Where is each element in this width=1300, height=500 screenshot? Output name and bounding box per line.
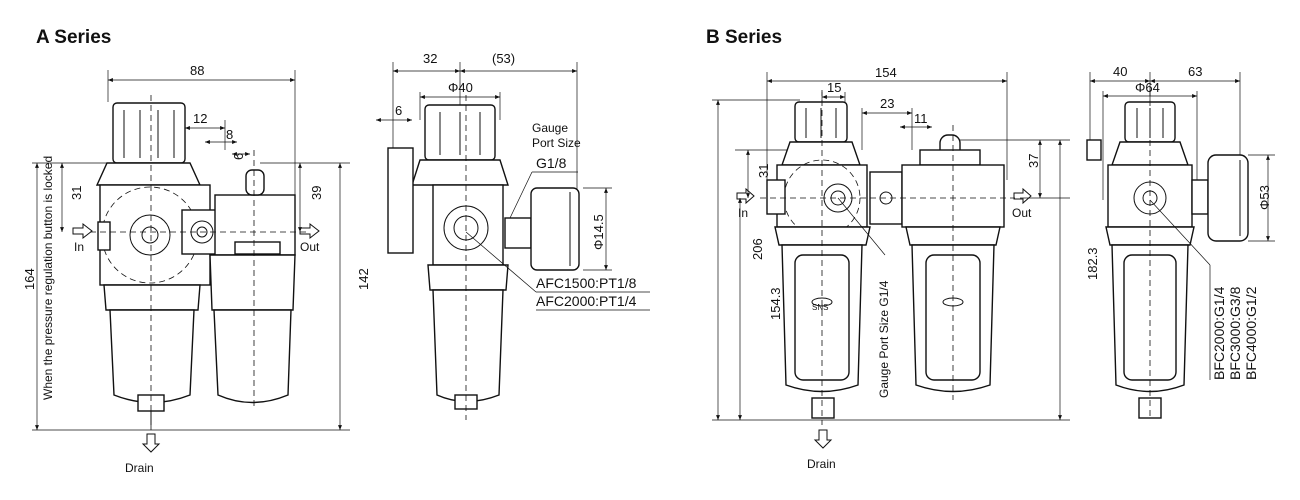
b-side-view: 40 63 Φ64 Φ53 BFC2000:G1/4 BFC3 <box>1086 64 1275 420</box>
b-dim-206: 206 <box>750 238 765 260</box>
a-side-dim-6: 6 <box>395 103 402 118</box>
b-dim-182-3: 182.3 <box>1085 247 1100 280</box>
a-front-view: 88 12 8 6 164 When the pressure regulati… <box>22 63 371 475</box>
b-front-view: 154 15 23 11 206 31 154.3 37 182.3 <box>712 65 1100 471</box>
a-side-dim-32: 32 <box>423 51 437 66</box>
a-side-dia14-5: Φ14.5 <box>591 214 606 250</box>
b-gauge-port: Gauge Port Size G1/4 <box>877 280 891 398</box>
a-gauge-line2: Port Size <box>532 136 581 150</box>
b-side-dim-40: 40 <box>1113 64 1127 79</box>
a-dim-6: 6 <box>231 153 246 160</box>
a-dim-8: 8 <box>226 127 233 142</box>
b-bfc2000: BFC2000:G1/4 <box>1211 286 1227 380</box>
b-dim-23: 23 <box>880 96 894 111</box>
b-side-dim-63: 63 <box>1188 64 1202 79</box>
b-dim-154-3: 154.3 <box>768 287 783 320</box>
a-side-dim-53: (53) <box>492 51 515 66</box>
a-dim-12: 12 <box>193 111 207 126</box>
a-gauge-size: G1/8 <box>536 155 567 171</box>
b-dim-37: 37 <box>1026 154 1041 168</box>
a-dim-88: 88 <box>190 63 204 78</box>
a-side-dia40: Φ40 <box>448 80 473 95</box>
a-dim-164: 164 <box>22 268 37 290</box>
a-dim-31: 31 <box>69 186 84 200</box>
a-series-title: A Series <box>36 27 112 48</box>
a-dim-142: 142 <box>356 268 371 290</box>
b-dim-31: 31 <box>756 164 771 178</box>
a-out-label: Out <box>300 240 320 254</box>
a-dim-39: 39 <box>309 186 324 200</box>
b-badge: SNS <box>812 303 828 312</box>
a-afc1500: AFC1500:PT1/8 <box>536 275 637 291</box>
a-afc2000: AFC2000:PT1/4 <box>536 293 637 309</box>
a-in-label: In <box>74 240 84 254</box>
a-drain-label: Drain <box>125 461 154 475</box>
b-side-dia53: Φ53 <box>1257 185 1272 210</box>
b-series-title: B Series <box>706 27 783 48</box>
b-side-dia64: Φ64 <box>1135 80 1160 95</box>
b-in-label: In <box>738 206 748 220</box>
b-out-label: Out <box>1012 206 1032 220</box>
b-bfc4000: BFC4000:G1/2 <box>1243 286 1259 380</box>
a-side-view: 32 (53) Φ40 6 Gauge Port Size G1/8 <box>376 51 650 420</box>
a-lock-note: When the pressure regulation button is l… <box>41 156 55 400</box>
b-dim-11: 11 <box>914 111 928 126</box>
b-dim-154: 154 <box>875 65 897 80</box>
b-dim-15: 15 <box>827 80 841 95</box>
b-bfc3000: BFC3000:G3/8 <box>1227 286 1243 380</box>
b-drain-label: Drain <box>807 457 836 471</box>
a-gauge-line1: Gauge <box>532 121 568 135</box>
